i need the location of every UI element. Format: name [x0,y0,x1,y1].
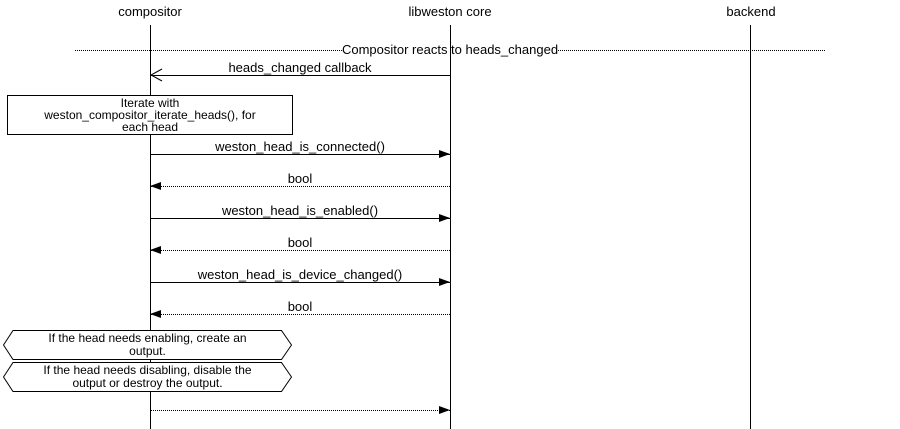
open-arrowhead-icon [150,68,163,82]
message-line [150,154,450,155]
filled-arrowhead-icon [150,310,161,318]
divider-line-right [558,49,826,51]
condition-disable-output: If the head needs disabling, disable the… [3,362,292,392]
message-return-bool-connected: bool [150,171,450,190]
message-weston-head-is-connected: weston_head_is_connected() [150,139,450,158]
filled-arrowhead-icon [150,182,161,190]
divider-compositor-reacts: Compositor reacts to heads_changed [75,42,826,58]
filled-arrowhead-icon [439,278,450,286]
condition-line: If the head needs enabling, create an [48,331,247,345]
note-line: each head [121,120,179,134]
note-line: Iterate with [120,96,180,110]
condition-line: output. [129,344,166,358]
lifeline-backend [750,25,751,429]
message-return-bool-enabled: bool [150,235,450,254]
participant-libweston-core: libweston core [408,4,492,19]
message-label: weston_head_is_enabled() [221,203,379,218]
divider-label: Compositor reacts to heads_changed [341,42,559,57]
message-label [150,396,450,410]
message-label: weston_head_is_device_changed() [197,267,403,282]
message-label: bool [287,235,313,250]
participant-backend: backend [726,4,776,19]
hexagon-shape [3,330,292,360]
filled-arrowhead-icon [150,246,161,254]
message-label: bool [287,171,313,186]
message-weston-head-is-device-changed: weston_head_is_device_changed() [150,267,450,286]
note-line: weston_compositor_iterate_heads(), for [44,108,256,122]
message-return-unlabeled [150,396,450,414]
message-line [150,75,450,76]
message-label: bool [287,299,313,314]
message-label: heads_changed callback [228,60,372,75]
message-line [150,218,450,219]
lifeline-libweston-core [450,25,451,429]
message-line [150,410,450,411]
divider-line-left [75,49,342,51]
lifeline-compositor [150,25,151,429]
message-line [150,314,450,315]
condition-line: If the head needs disabling, disable the [43,363,252,377]
filled-arrowhead-icon [439,214,450,222]
note-iterate-heads: Iterate with weston_compositor_iterate_h… [7,95,293,135]
filled-arrowhead-icon [439,150,450,158]
message-heads-changed-callback: heads_changed callback [150,60,450,82]
message-line [150,250,450,251]
condition-enable-output: If the head needs enabling, create an ou… [3,330,292,360]
message-weston-head-is-enabled: weston_head_is_enabled() [150,203,450,222]
message-return-bool-device-changed: bool [150,299,450,318]
message-label: weston_head_is_connected() [215,139,385,154]
message-line [150,186,450,187]
message-line [150,282,450,283]
participant-compositor: compositor [118,4,182,19]
hexagon-shape [3,362,292,392]
filled-arrowhead-icon [439,406,450,414]
condition-line: output or destroy the output. [72,376,223,390]
